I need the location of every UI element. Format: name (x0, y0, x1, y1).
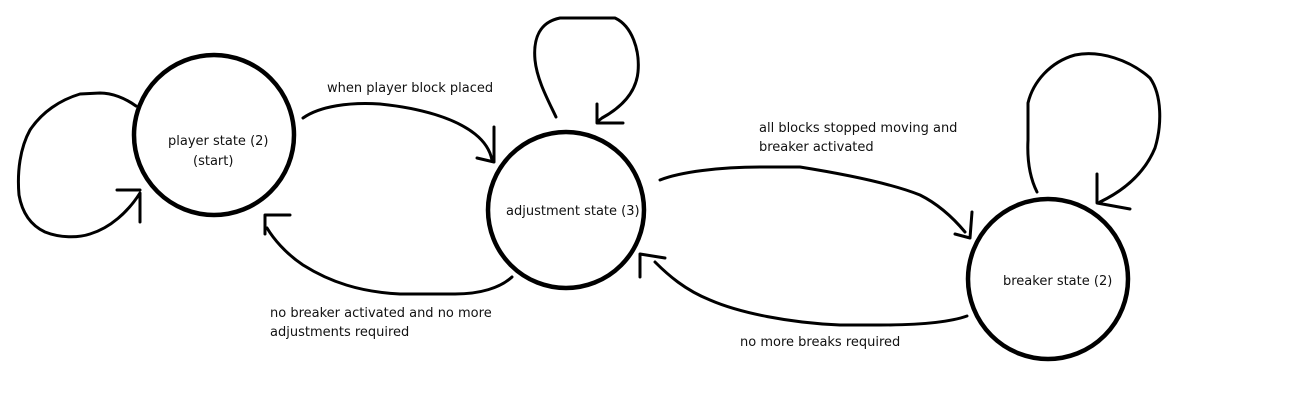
edge-adjustment-to-player-arrowhead (263, 213, 292, 236)
self-loop-breaker (1026, 52, 1162, 204)
breaker-state-name: breaker state (2) (1003, 274, 1113, 289)
player-state-note: (start) (193, 154, 234, 169)
self-loop-player (16, 91, 142, 239)
label-player-to-adjustment: when player block placed (327, 81, 494, 96)
edge-breaker-to-adjustment (653, 260, 969, 327)
node-breaker-state (965, 196, 1131, 362)
edge-adjustment-to-breaker-arrowhead (953, 210, 974, 240)
label-adjustment-to-player-line1: no breaker activated and no more (270, 306, 492, 321)
self-loop-adjustment-arrowhead (595, 102, 625, 125)
node-adjustment-state (485, 129, 647, 291)
label-adjustment-to-player-line2: adjustments required (270, 325, 410, 340)
self-loop-adjustment (533, 16, 640, 124)
label-adjustment-to-breaker-line1: all blocks stopped moving and (759, 121, 958, 136)
label-breaker-to-adjustment: no more breaks required (740, 335, 901, 350)
adjustment-state-name: adjustment state (3) (506, 204, 640, 219)
edge-breaker-to-adjustment-arrowhead (638, 252, 667, 279)
label-adjustment-to-breaker-line2: breaker activated (759, 140, 874, 155)
edge-player-to-adjustment-arrowhead (475, 125, 496, 164)
player-state-name: player state (2) (168, 134, 269, 149)
edge-adjustment-to-breaker (658, 165, 967, 234)
edge-adjustment-to-player (265, 226, 514, 296)
edge-player-to-adjustment (301, 102, 494, 162)
self-loop-breaker-arrowhead (1095, 172, 1132, 211)
node-player-state (131, 52, 297, 218)
